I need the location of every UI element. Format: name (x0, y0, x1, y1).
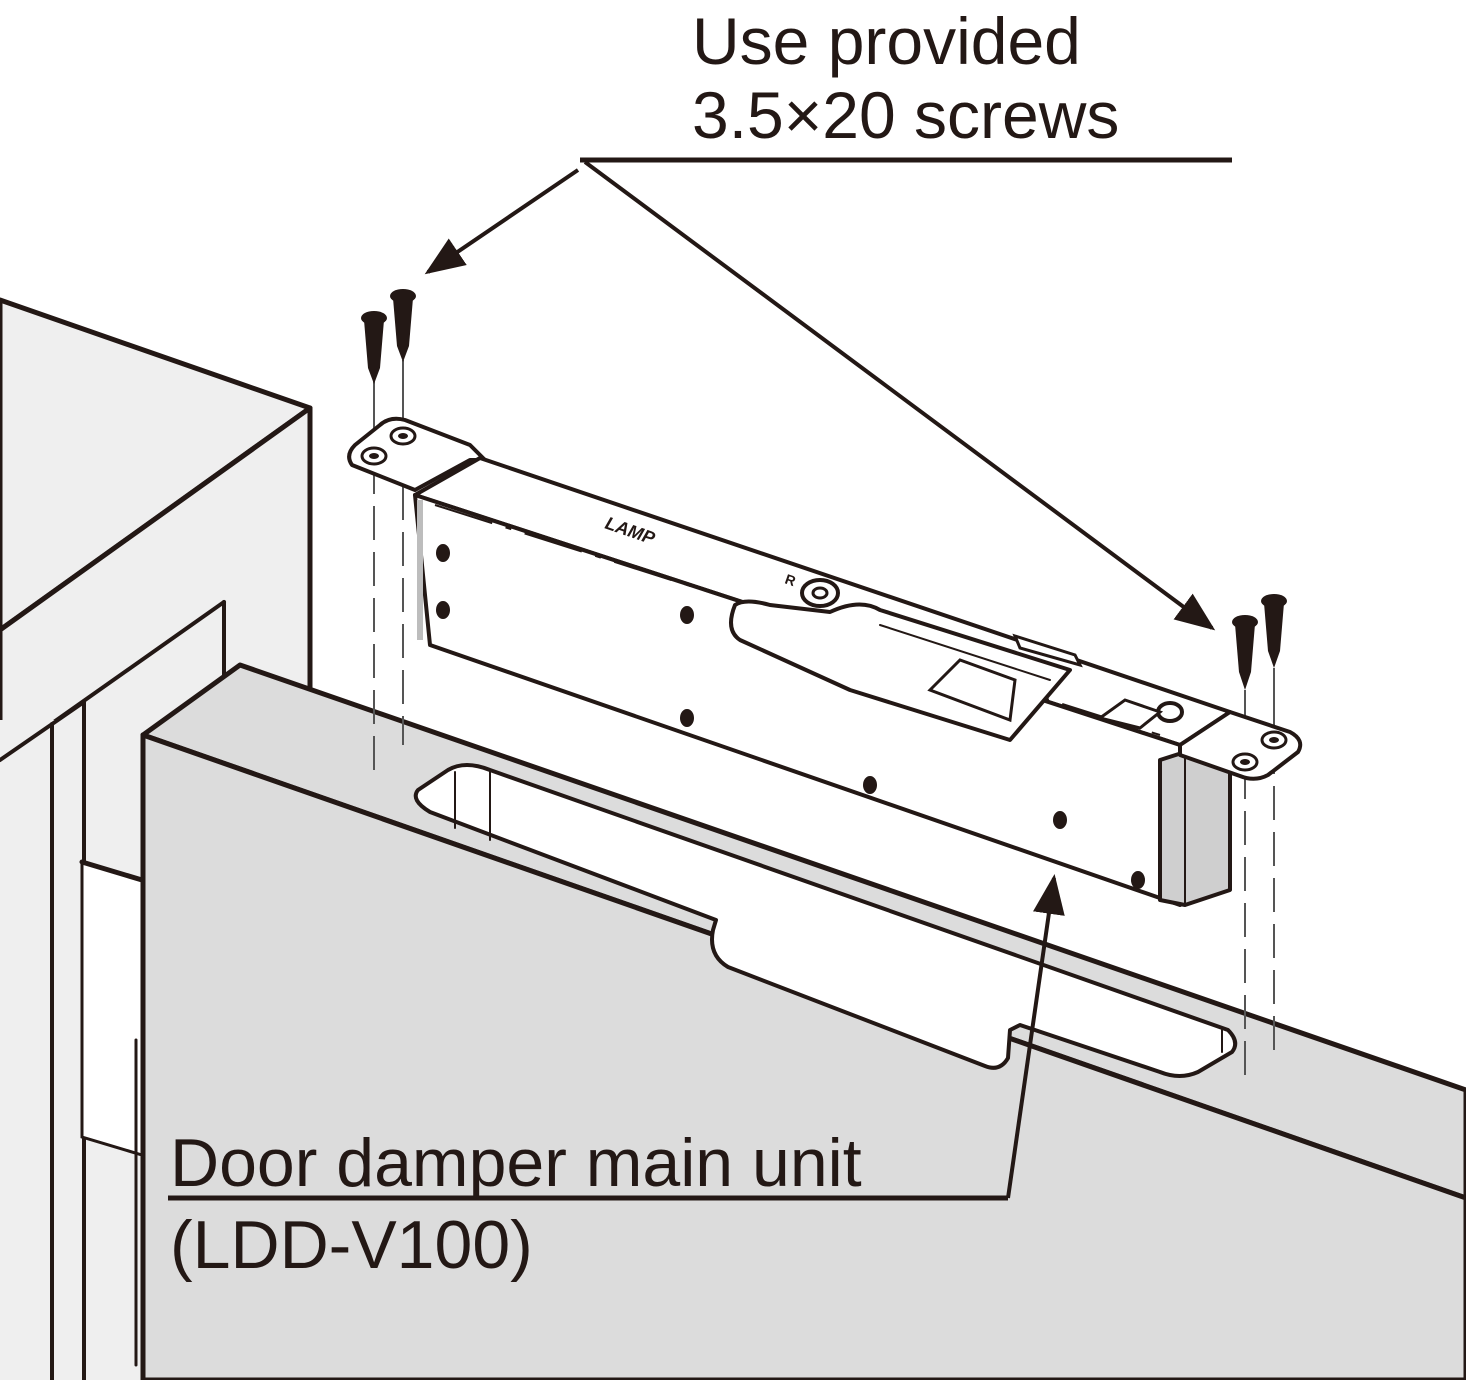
callout-screws: Use provided 3.5×20 screws (424, 4, 1232, 631)
arrow-icon (424, 168, 580, 275)
screw-icon (390, 289, 416, 362)
screw-icon (361, 311, 387, 384)
right-mounting-bracket (1178, 710, 1303, 781)
screw-icon (1232, 615, 1258, 690)
cabinet-frame (0, 297, 313, 1380)
screws-label-line1: Use provided (692, 4, 1081, 78)
hinge (79, 859, 145, 1158)
main-unit-label-line2: (LDD-V100) (170, 1207, 533, 1283)
left-bracket-screws (361, 289, 416, 384)
arrow-icon (583, 160, 1216, 631)
arrow-icon (1006, 874, 1065, 1199)
right-bracket-screws (1232, 594, 1287, 690)
main-unit-label-line1: Door damper main unit (170, 1125, 862, 1201)
damper-unit: LAMP R (347, 416, 1303, 907)
end-cap (1158, 750, 1232, 907)
side-mark: R (783, 571, 798, 589)
damper-arm-mechanism (729, 578, 1184, 742)
screws-label-line2: 3.5×20 screws (692, 78, 1119, 152)
screw-icon (1261, 594, 1287, 668)
door-cutout (413, 763, 1238, 1078)
callout-main-unit: Door damper main unit (LDD-V100) (168, 874, 1065, 1283)
